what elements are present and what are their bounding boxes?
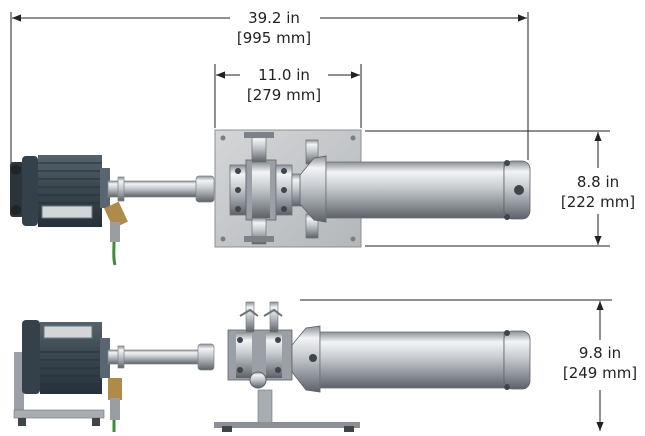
top-height-in: 8.8 in bbox=[573, 174, 623, 191]
top-view bbox=[10, 129, 531, 266]
side-height-in: 9.8 in bbox=[575, 345, 625, 362]
motor bbox=[10, 155, 110, 227]
plate-width-in: 11.0 in bbox=[255, 67, 313, 84]
side-height-mm: [249 mm] bbox=[559, 365, 641, 382]
overall-length-in: 39.2 in bbox=[245, 10, 303, 27]
valve-block bbox=[229, 132, 319, 245]
dimension-lines bbox=[10, 12, 612, 431]
overall-length-mm: [995 mm] bbox=[233, 30, 315, 47]
plate-width-mm: [279 mm] bbox=[243, 87, 325, 104]
side-view bbox=[13, 301, 531, 432]
top-height-mm: [222 mm] bbox=[557, 194, 639, 211]
main-cylinder bbox=[299, 155, 531, 223]
